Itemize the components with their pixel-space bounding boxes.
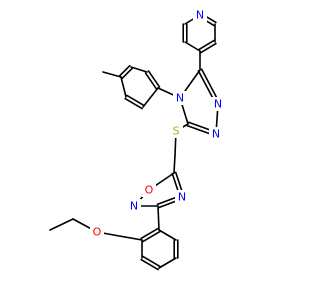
bond-line: [157, 205, 160, 231]
bond-layer: [49, 12, 221, 271]
atom-n-triazole-2: N: [209, 127, 223, 141]
bond-line: [184, 41, 201, 52]
bond-line: [140, 227, 159, 240]
atom-label: N: [212, 128, 220, 141]
atom-label: N: [214, 98, 222, 111]
bond-line: [198, 39, 215, 51]
bond-line: [130, 66, 148, 73]
atom-label: S: [173, 125, 180, 138]
molecule-diagram: N N N N S O N: [49, 8, 225, 271]
bond-line: [126, 94, 145, 107]
atom-label: N: [130, 200, 138, 213]
bond-line: [124, 97, 143, 110]
atom-label: N: [196, 9, 204, 22]
atom-n-oxadiazole-2: N: [127, 199, 141, 213]
bond-line: [96, 231, 143, 241]
atom-n-triazole-1: N: [211, 97, 225, 111]
bond-line: [102, 71, 122, 78]
bond-line: [158, 229, 177, 241]
bond-line: [49, 218, 74, 231]
bond-line: [173, 154, 176, 174]
bond-line: [142, 230, 161, 243]
atom-n-oxadiazole-4: N: [175, 190, 189, 204]
bond-line: [142, 255, 161, 268]
bond-line: [118, 64, 131, 77]
atom-label-layer: N N N N S O N: [90, 8, 225, 239]
bond-line: [144, 72, 158, 90]
bond-line: [121, 67, 134, 80]
bond-line: [140, 258, 159, 271]
bond-line: [200, 42, 217, 54]
bond-line: [147, 70, 161, 88]
atom-n-triazole-4: N: [173, 91, 187, 105]
atom-label: O: [145, 184, 154, 197]
bond-line: [142, 87, 159, 108]
atom-s-linker: S: [169, 124, 183, 138]
atom-label: O: [93, 226, 102, 239]
atom-o-ether: O: [90, 225, 104, 239]
atom-o-oxadiazole: O: [142, 183, 156, 197]
atom-n-pyridine: N: [193, 8, 207, 22]
atom-label: N: [176, 92, 184, 105]
bond-line: [120, 76, 127, 98]
bond-line: [158, 257, 177, 269]
atom-label: N: [178, 191, 186, 204]
molecule-structure: N N N N S O N: [49, 8, 225, 271]
